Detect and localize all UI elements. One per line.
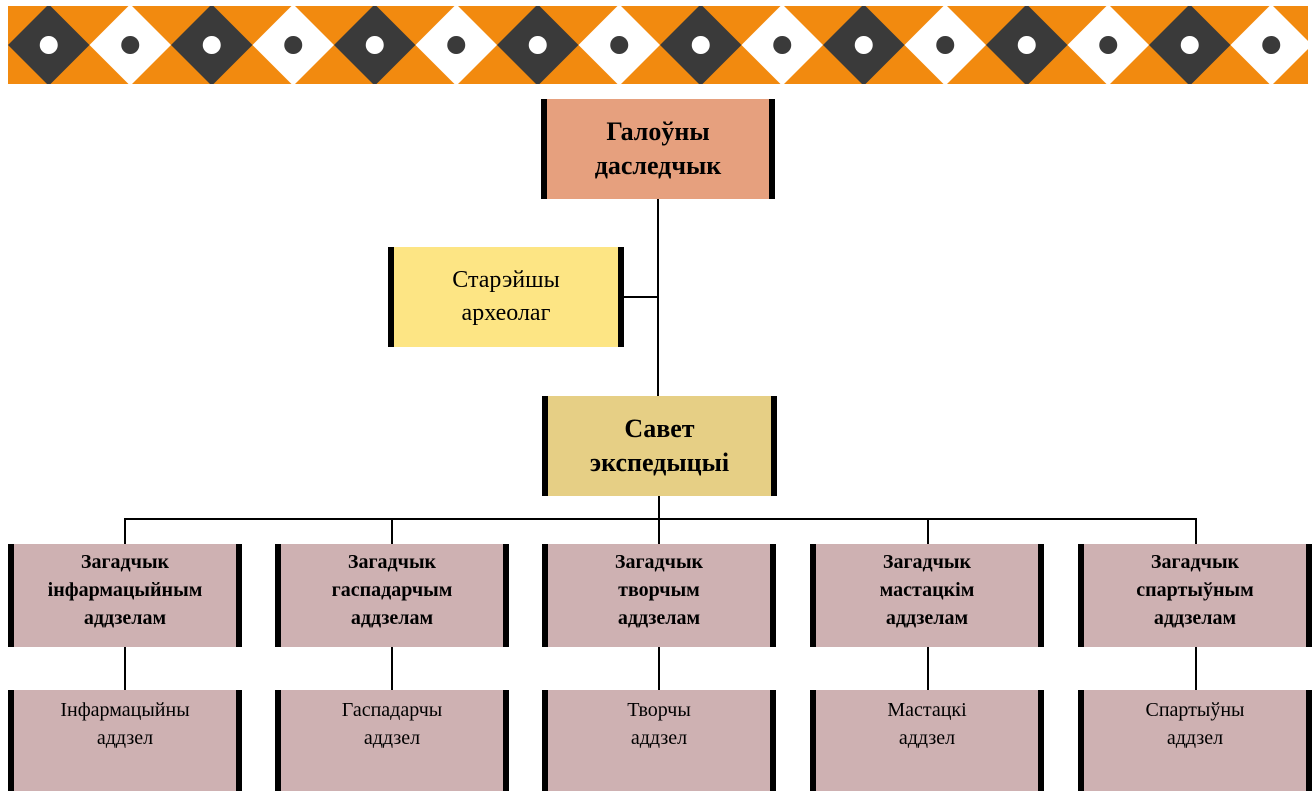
head-researcher-box: Галоўны даследчык	[541, 99, 775, 199]
director-line-1: Загадчык	[80, 551, 170, 573]
connector-bus-director	[658, 518, 660, 544]
director-line-1: Загадчык	[614, 551, 704, 573]
ornament-dot-icon	[610, 36, 629, 54]
diamond-pattern-icon	[8, 6, 1308, 84]
ornament-dot-icon	[284, 36, 303, 54]
director-line-2: мастацкім	[879, 579, 975, 601]
head-line-1: Галоўны	[606, 117, 710, 146]
director-line-2: гаспадарчым	[331, 579, 453, 601]
department-line-2: аддзел	[363, 727, 421, 749]
ornament-dot-icon	[854, 36, 873, 54]
director-box-art: Загадчык мастацкім аддзелам	[810, 544, 1044, 647]
department-line-1: Спартыўны	[1145, 699, 1245, 721]
director-box-information: Загадчык інфармацыйным аддзелам	[8, 544, 242, 647]
department-line-2: аддзел	[1166, 727, 1224, 749]
department-line-2: аддзел	[96, 727, 154, 749]
director-line-1: Загадчык	[882, 551, 972, 573]
director-line-3: аддзелам	[617, 607, 701, 629]
senior-line-2: археолаг	[461, 300, 551, 326]
connector-head-council	[657, 199, 659, 396]
ornament-dot-icon	[447, 36, 466, 54]
connector-director-department	[391, 647, 393, 690]
department-line-1: Творчы	[627, 699, 691, 721]
department-box-creative: Творчы аддзел	[542, 690, 776, 791]
director-line-3: аддзелам	[885, 607, 969, 629]
department-line-2: аддзел	[898, 727, 956, 749]
council-line-2: экспедыцыі	[589, 448, 730, 477]
connector-director-department	[124, 647, 126, 690]
expedition-council-box: Савет экспедыцыі	[542, 396, 777, 496]
department-line-2: аддзел	[630, 727, 688, 749]
director-line-1: Загадчык	[347, 551, 437, 573]
ornament-dot-icon	[39, 36, 58, 54]
senior-line-1: Старэйшы	[452, 267, 560, 293]
director-box-creative: Загадчык творчым аддзелам	[542, 544, 776, 647]
department-box-sports: Спартыўны аддзел	[1078, 690, 1312, 791]
ornament-band	[8, 6, 1308, 84]
department-line-1: Інфармацыйны	[60, 699, 190, 721]
department-box-art: Мастацкі аддзел	[810, 690, 1044, 791]
ornament-dot-icon	[936, 36, 955, 54]
connector-senior	[624, 296, 658, 298]
ornament-dot-icon	[528, 36, 547, 54]
director-line-2: інфармацыйным	[47, 579, 203, 601]
ornament-dot-icon	[121, 36, 140, 54]
director-line-3: аддзелам	[350, 607, 434, 629]
connector-bus-director	[927, 518, 929, 544]
head-line-2: даследчык	[594, 151, 722, 180]
council-line-1: Савет	[624, 414, 695, 443]
department-line-1: Мастацкі	[887, 699, 967, 721]
director-box-sports: Загадчык спартыўным аддзелам	[1078, 544, 1312, 647]
director-line-3: аддзелам	[83, 607, 167, 629]
connector-director-department	[658, 647, 660, 690]
ornament-dot-icon	[1099, 36, 1118, 54]
senior-archaeologist-box: Старэйшы археолаг	[388, 247, 624, 347]
connector-bus-director	[1195, 518, 1197, 544]
department-line-1: Гаспадарчы	[341, 699, 443, 721]
director-line-1: Загадчык	[1150, 551, 1240, 573]
department-box-information: Інфармацыйны аддзел	[8, 690, 242, 791]
director-line-2: творчым	[618, 579, 700, 601]
ornament-dot-icon	[202, 36, 221, 54]
ornament-dot-icon	[773, 36, 792, 54]
director-box-household: Загадчык гаспадарчым аддзелам	[275, 544, 509, 647]
connector-bus-director	[124, 518, 126, 544]
connector-director-department	[1195, 647, 1197, 690]
connector-horizontal-bus	[124, 518, 1196, 520]
ornament-dot-icon	[691, 36, 710, 54]
ornament-dot-icon	[1180, 36, 1199, 54]
department-box-household: Гаспадарчы аддзел	[275, 690, 509, 791]
director-line-2: спартыўным	[1136, 579, 1254, 601]
director-line-3: аддзелам	[1153, 607, 1237, 629]
ornament-dot-icon	[365, 36, 384, 54]
connector-director-department	[927, 647, 929, 690]
ornament-dot-icon	[1017, 36, 1036, 54]
connector-council-bus	[658, 496, 660, 519]
connector-bus-director	[391, 518, 393, 544]
ornament-dot-icon	[1262, 36, 1281, 54]
